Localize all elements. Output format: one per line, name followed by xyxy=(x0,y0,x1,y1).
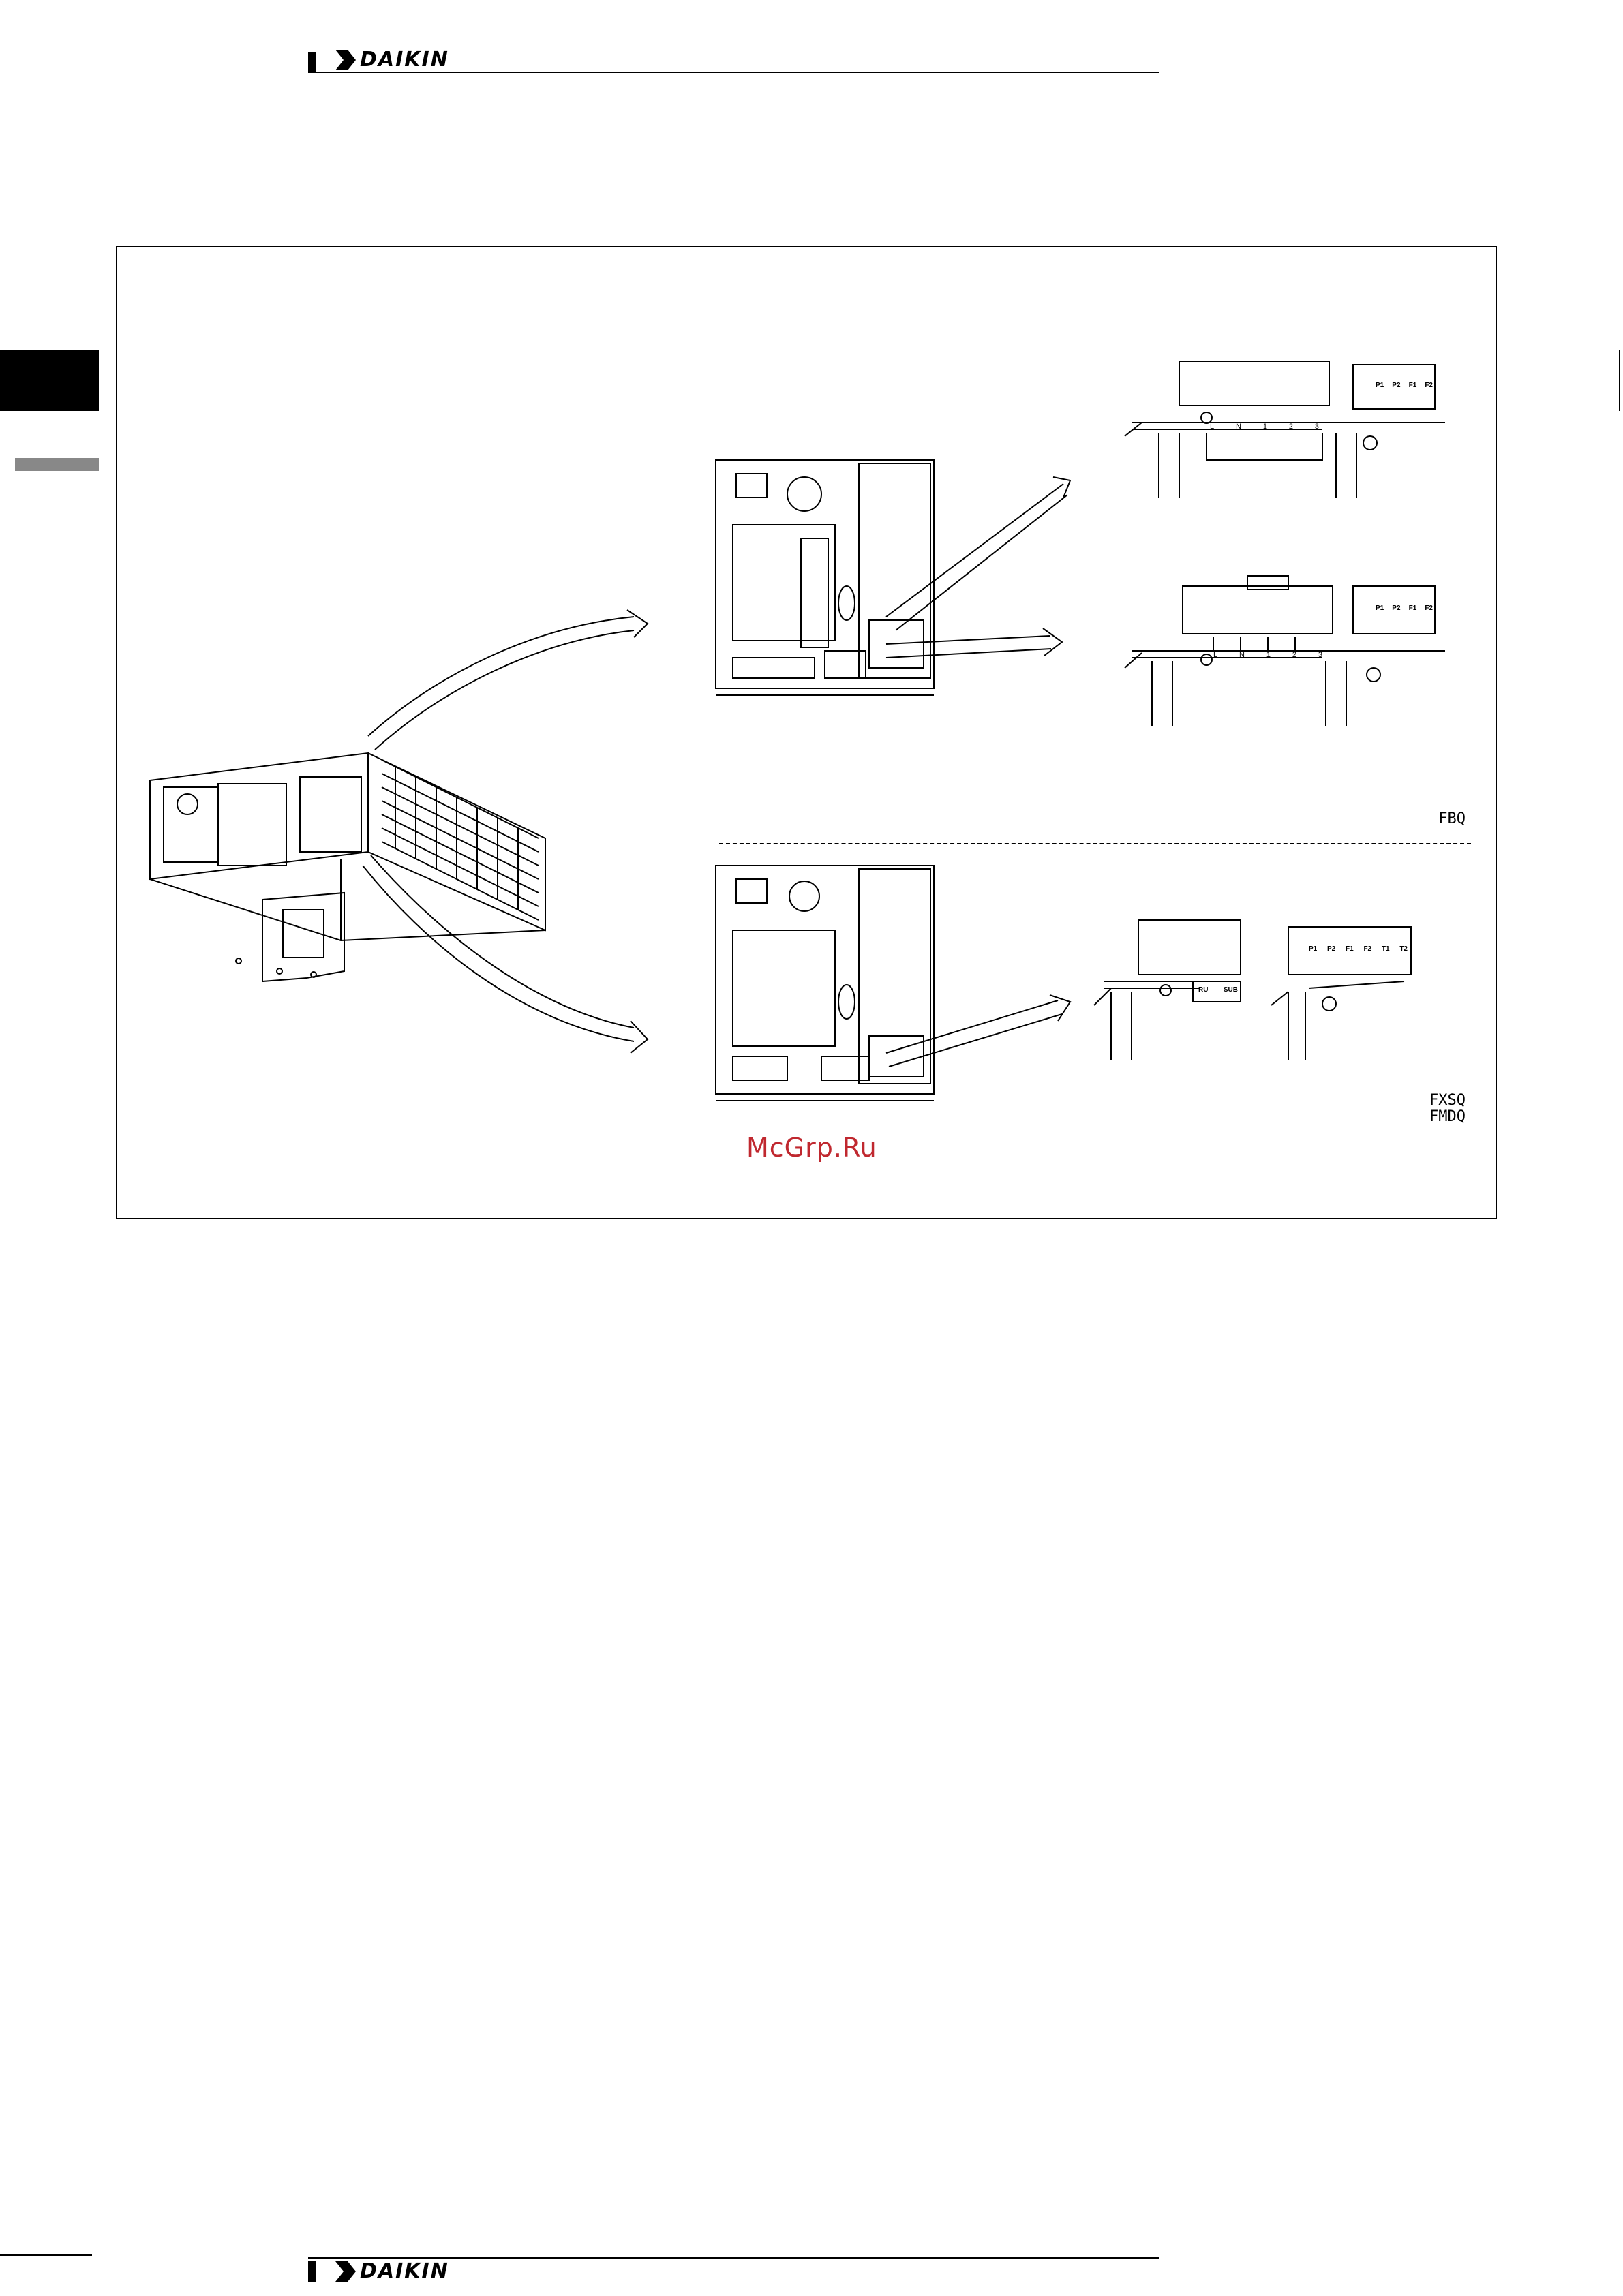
box-to-terminal-arrow-fxsq xyxy=(879,981,1077,1077)
footer-brand-text: DAIKIN xyxy=(360,2259,449,2283)
daikin-logo-mark-icon xyxy=(333,2260,360,2283)
transmission-terminal-labels: P1 P2 F1 F2 T1 T2 xyxy=(1309,945,1408,953)
terminal-label: F2 xyxy=(1425,604,1433,612)
terminal-label: F2 xyxy=(1425,382,1433,389)
model-label-fmdq: FMDQ xyxy=(1404,1109,1466,1125)
terminal-diagram-fbq-2: L N 1 2 3 P1 P2 F1 F2 xyxy=(1118,572,1466,729)
terminal-label: N xyxy=(1239,651,1245,659)
terminal-label: L xyxy=(1213,651,1217,659)
power-terminal-labels: L N 1 2 3 xyxy=(1210,423,1319,431)
watermark-text: McGrp.Ru xyxy=(746,1133,877,1163)
footer-left-rule xyxy=(0,2254,92,2256)
power-terminal-labels: RU SUB xyxy=(1198,986,1238,994)
terminal-label: F1 xyxy=(1346,945,1354,953)
terminal-label: P1 xyxy=(1309,945,1317,953)
footer-rule xyxy=(308,2257,1159,2259)
transmission-terminal-labels: P1 P2 F1 F2 xyxy=(1376,604,1433,612)
terminal-label: F1 xyxy=(1409,604,1417,612)
terminal-label: 1 xyxy=(1266,651,1271,659)
terminal-label: SUB xyxy=(1224,986,1238,994)
power-terminal-labels: L N 1 2 3 xyxy=(1213,651,1322,659)
terminal-label: RU xyxy=(1198,986,1208,994)
terminal-label: 2 xyxy=(1289,423,1293,431)
terminal-label: T1 xyxy=(1382,945,1390,953)
connection-arrows xyxy=(354,586,661,1077)
terminal-diagram-fbq-1: L N 1 2 3 P1 P2 F1 F2 xyxy=(1118,358,1466,501)
terminal-label: 3 xyxy=(1318,651,1322,659)
daikin-logo: DAIKIN xyxy=(333,48,449,72)
right-edge-mark xyxy=(1619,350,1620,411)
box-to-terminal-arrows-fbq xyxy=(873,470,1077,688)
header-brand-text: DAIKIN xyxy=(360,48,449,72)
terminal-label: 3 xyxy=(1315,423,1319,431)
terminal-label: F1 xyxy=(1409,382,1417,389)
terminal-block-drawing xyxy=(1268,917,1425,1067)
terminal-label: T2 xyxy=(1399,945,1408,953)
header-brand-bar xyxy=(308,52,316,72)
terminal-label: P1 xyxy=(1376,382,1384,389)
terminal-diagram-fxsq-power: RU SUB xyxy=(1091,917,1254,1067)
model-label-fbq: FBQ xyxy=(1404,811,1466,827)
section-divider xyxy=(719,843,1471,844)
terminal-label: P1 xyxy=(1376,604,1384,612)
terminal-label: P2 xyxy=(1327,945,1335,953)
terminal-label: F2 xyxy=(1363,945,1371,953)
terminal-label: L xyxy=(1210,423,1214,431)
terminal-label: 2 xyxy=(1292,651,1296,659)
daikin-logo-mark-icon xyxy=(333,48,360,72)
footer-brand-bar xyxy=(308,2261,316,2282)
terminal-diagram-fxsq-transmission: P1 P2 F1 F2 T1 T2 xyxy=(1268,917,1425,1067)
model-label-fxsq: FXSQ xyxy=(1404,1092,1466,1109)
header-rule xyxy=(308,72,1159,73)
terminal-label: 1 xyxy=(1263,423,1267,431)
terminal-label: P2 xyxy=(1392,604,1400,612)
chapter-tab xyxy=(0,350,99,411)
transmission-terminal-labels: P1 P2 F1 F2 xyxy=(1376,382,1433,389)
section-tab xyxy=(15,458,99,471)
terminal-label: N xyxy=(1236,423,1241,431)
terminal-label: P2 xyxy=(1392,382,1400,389)
footer-daikin-logo: DAIKIN xyxy=(333,2259,449,2283)
